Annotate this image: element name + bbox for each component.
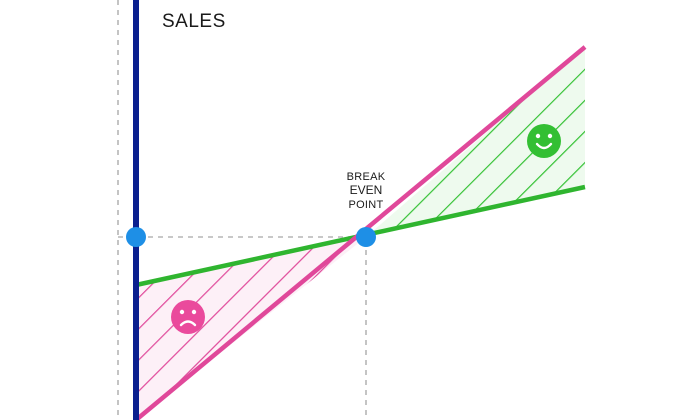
break-even-label-line3: POINT	[348, 199, 383, 211]
break-even-label-line1: BREAK	[347, 171, 386, 183]
chart-title: SALES	[162, 11, 226, 32]
break-even-label-line2: EVEN	[350, 183, 383, 197]
happy-face-icon	[527, 124, 561, 158]
break-even-point	[356, 227, 376, 247]
axis-point	[126, 227, 146, 247]
sad-face-icon	[171, 300, 205, 334]
